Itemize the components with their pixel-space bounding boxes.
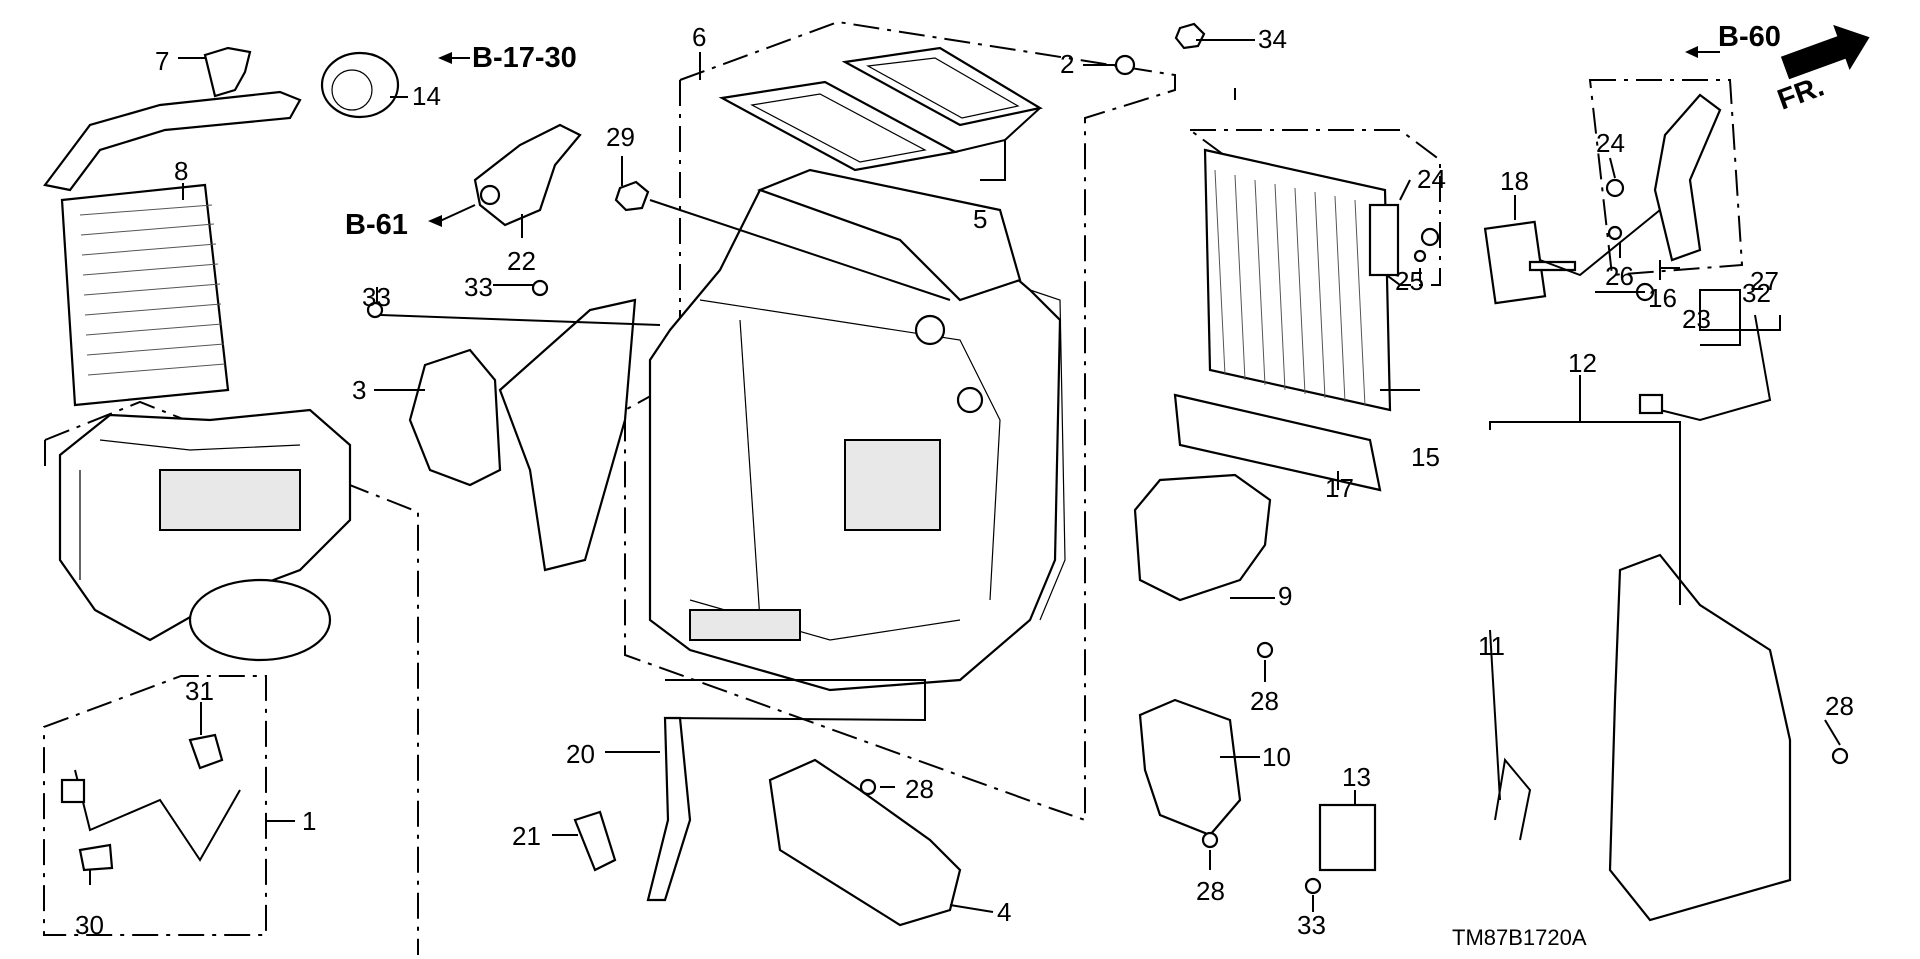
screw-33b [531,279,549,297]
screw-28b [1201,831,1219,849]
callout-20: 20 [566,739,595,769]
washer-24b [1605,178,1625,198]
ref-b-17-30: B-17-30 [472,42,577,74]
callout-3: 3 [352,375,366,405]
callout-9: 9 [1278,581,1292,611]
callout-23: 23 [1682,304,1711,334]
blower-resistor [1318,803,1377,872]
screw-28d [1831,747,1849,765]
callout-17: 17 [1325,473,1354,503]
callout-22: 22 [507,246,536,276]
callout-24b: 24 [1596,128,1625,158]
callout-21: 21 [512,821,541,851]
reference-arrows [428,46,1720,227]
callout-13: 13 [1342,762,1371,792]
callout-6: 6 [692,22,706,52]
duct-12 [1608,553,1792,922]
reference-labels: B-17-30 B-61 B-60 FR. TM87B1720A [345,21,1828,950]
callout-28a: 28 [1250,686,1279,716]
nut-29 [614,180,650,212]
callout-32: 32 [1742,278,1771,308]
sensor-23 [1659,314,1772,422]
nut-34 [1174,22,1206,50]
refrigerant-pipe [1653,93,1722,262]
callout-28d: 28 [1825,691,1854,721]
callout-10: 10 [1262,742,1291,772]
callout-25: 25 [1395,266,1424,296]
duct-3 [408,298,637,572]
actuator-10 [1138,698,1242,837]
washer-2 [1114,54,1136,76]
callout-7: 7 [155,46,169,76]
pipe-clamp [203,46,252,98]
callout-31: 31 [185,676,214,706]
drain-hose [646,716,692,902]
callout-33c: 33 [1297,910,1326,940]
callout-28b: 28 [1196,876,1225,906]
heater-unit-housing [648,168,1066,692]
screw-28a [1256,641,1274,659]
callout-29: 29 [606,122,635,152]
harness-connector [60,778,86,804]
callout-33a: 33 [362,282,391,312]
screw-28c [859,778,877,796]
screw-33c [1304,877,1322,895]
callout-34: 34 [1258,24,1287,54]
blower-unit [58,408,352,662]
screw-33a [366,301,384,319]
callout-16: 16 [1648,283,1677,313]
clip-21 [573,810,617,872]
expansion-valve [1483,220,1547,305]
callout-11: 11 [1478,631,1505,661]
wire-11 [1494,757,1532,841]
clip-31 [188,733,224,770]
washer-25 [1413,249,1427,263]
duct-4 [768,758,962,927]
front-arrow-icon [1780,24,1870,80]
drawing-code: TM87B1720A [1452,925,1587,950]
sensor-connector [1638,393,1664,415]
clip-30 [78,843,114,872]
callout-27: 27 [1750,266,1779,296]
callout-1: 1 [302,806,316,836]
front-indicator: FR. [1773,71,1828,117]
bolt-27 [1528,260,1577,272]
callout-numbers: 1 2 3 4 5 6 7 8 9 10 11 12 13 14 15 16 1… [75,22,1854,940]
water-valve [473,123,582,227]
callout-28c: 28 [905,774,934,804]
washer-26 [1607,225,1623,241]
grommet [320,51,400,119]
evaporator [1173,148,1400,492]
wire-harness [74,769,241,862]
callout-12: 12 [1568,348,1597,378]
callout-18: 18 [1500,166,1529,196]
ref-b-61: B-61 [345,209,408,241]
air-filters [718,46,1043,172]
callout-5: 5 [973,204,987,234]
washer-24a [1420,227,1440,247]
ref-b-60: B-60 [1718,21,1781,53]
callout-33b: 33 [464,272,493,302]
heater-core [43,90,302,407]
callout-30: 30 [75,910,104,940]
callout-4: 4 [997,897,1011,927]
leader-lines [89,39,1841,913]
callout-15: 15 [1411,442,1440,472]
callout-24a: 24 [1417,164,1446,194]
callout-8: 8 [174,156,188,186]
callout-2: 2 [1060,49,1074,79]
actuator-9 [1133,473,1272,602]
callout-14: 14 [412,81,441,111]
callout-26: 26 [1605,261,1634,291]
